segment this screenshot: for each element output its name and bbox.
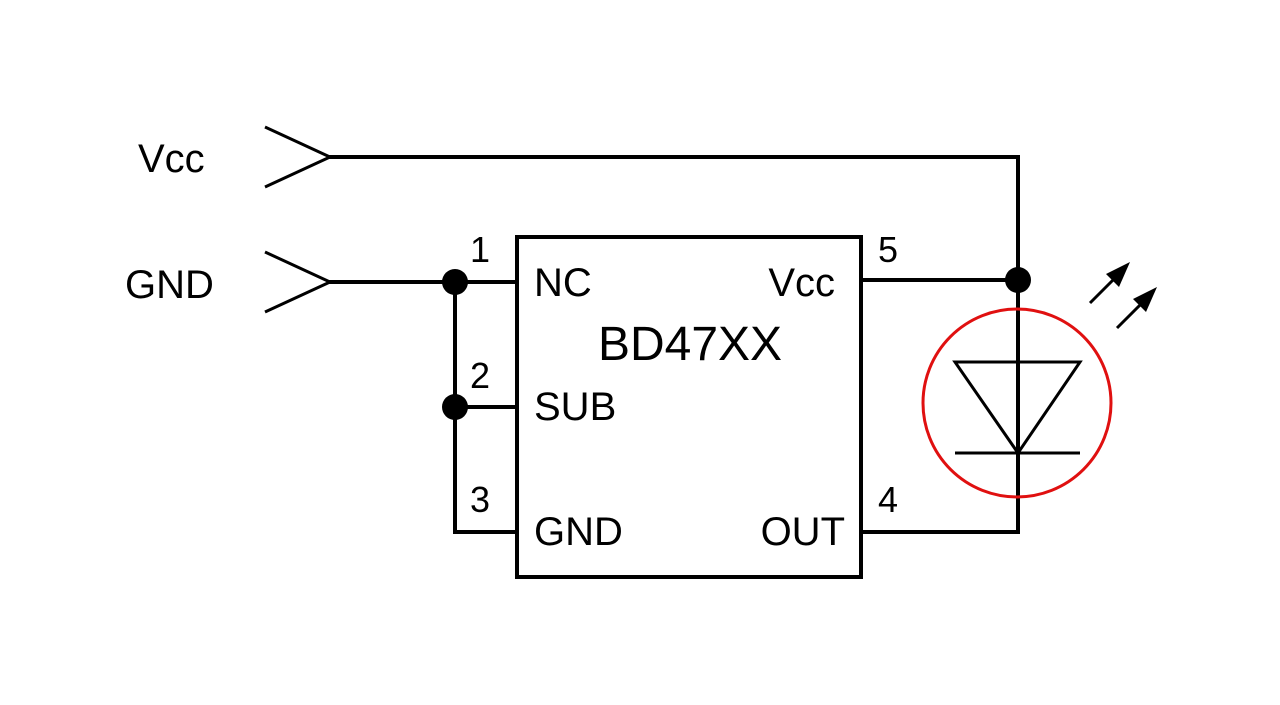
vcc-wire — [328, 155, 1020, 282]
chip-body — [515, 235, 863, 579]
light-emission-arrows-icon — [1088, 262, 1157, 330]
pin-number-4: 4 — [878, 479, 898, 520]
led-diode-icon — [952, 360, 1083, 456]
pin-number-5: 5 — [878, 229, 898, 270]
junction-dot-icon — [442, 394, 468, 420]
pin-name-gnd: GND — [534, 510, 623, 554]
pin-name-nc: NC — [534, 261, 592, 305]
pin-name-out: OUT — [761, 510, 845, 554]
pin-name-sub: SUB — [534, 385, 616, 429]
gnd-input-label: GND — [125, 263, 214, 307]
vcc-terminal-icon — [264, 125, 334, 189]
pin-number-2: 2 — [470, 355, 490, 396]
junction-dot-icon — [442, 269, 468, 295]
ground-bus-wire — [453, 280, 519, 534]
pin-number-3: 3 — [470, 479, 490, 520]
led-highlight-circle — [921, 307, 1113, 499]
pin-name-vcc: Vcc — [768, 261, 835, 305]
chip-part-name: BD47XX — [598, 318, 782, 371]
out-wire — [859, 451, 1020, 534]
vcc-input-label: Vcc — [138, 137, 205, 181]
pin-number-1: 1 — [470, 229, 490, 270]
gnd-terminal-icon — [264, 250, 334, 314]
